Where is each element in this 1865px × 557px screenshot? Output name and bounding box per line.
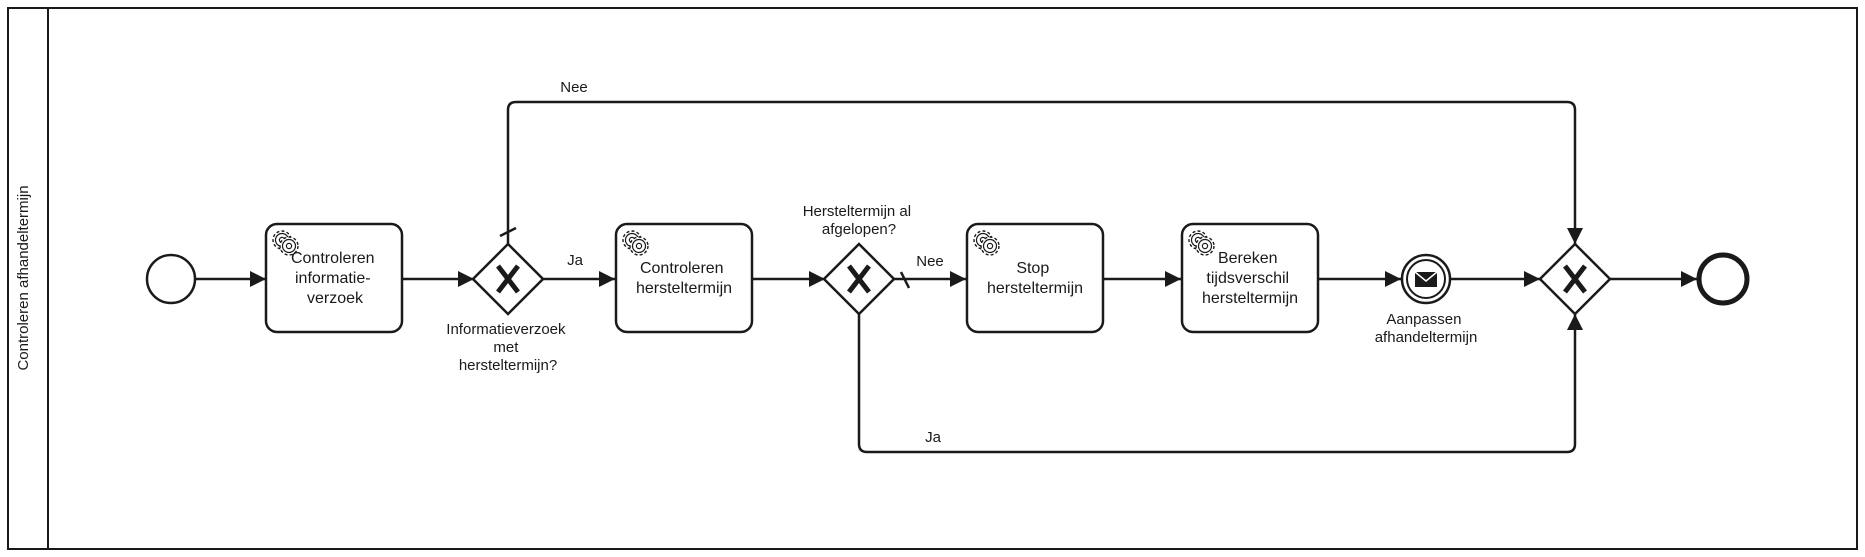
task-bereken-tijdsverschil[interactable]: Bereken tijdsverschil hersteltermijn [1180,222,1320,334]
svg-text:Stop hersteltermijn: Stop hersteltermijn [987,260,1083,297]
default-marker-2 [899,271,911,289]
task-controleren-informatieverzoek[interactable]: Controleren informatie- verzoek [264,222,404,334]
start-event[interactable] [145,253,197,305]
svg-text:Controleren hersteltermi: Controleren hersteltermijn [636,260,732,297]
flow-label-ja: Ja [567,252,584,269]
end-event[interactable] [1696,252,1750,306]
task-stop-hersteltermijn[interactable]: Stop hersteltermijn [965,222,1105,334]
flow-gw1-nee [506,100,1583,244]
exclusive-x-icon [847,264,871,294]
event-label-aanpassen: Aanpassen afhandeltermijn [1375,311,1478,346]
envelope-icon [1414,271,1438,287]
flow-label-nee: Nee [916,253,944,270]
task-controleren-hersteltermijn[interactable]: Controleren hersteltermijn [614,222,754,334]
gateway-label-hersteltermijn-afgelopen: Hersteltermijn al afgelopen? [803,203,916,238]
gateway-merge[interactable] [1538,242,1612,316]
flow-gw2-ja [857,314,1583,454]
sequence-flows [196,100,1697,454]
exclusive-x-icon [1563,264,1587,294]
flow-label-nee-top: Nee [560,79,588,96]
svg-text:Bereken tijdsverschil: Bereken tijdsverschil hersteltermijn [1202,250,1298,307]
event-aanpassen-afhandeltermijn[interactable] [1400,253,1452,305]
flow-label-ja-bottom: Ja [925,429,942,446]
labels: Nee Ja Nee Ja Informatieverzoek met hers… [446,79,1477,446]
default-marker-1 [499,226,517,238]
gateway-label-informatieverzoek: Informatieverzoek met hersteltermijn? [446,321,569,374]
gateway-hersteltermijn-afgelopen[interactable] [822,242,896,316]
exclusive-x-icon [496,264,520,294]
svg-text:Controleren informatie-: Controleren informatie- verzoek [291,250,379,307]
gateway-informatieverzoek[interactable] [471,242,545,316]
lane-label: Controleren afhandeltermijn [15,185,32,370]
